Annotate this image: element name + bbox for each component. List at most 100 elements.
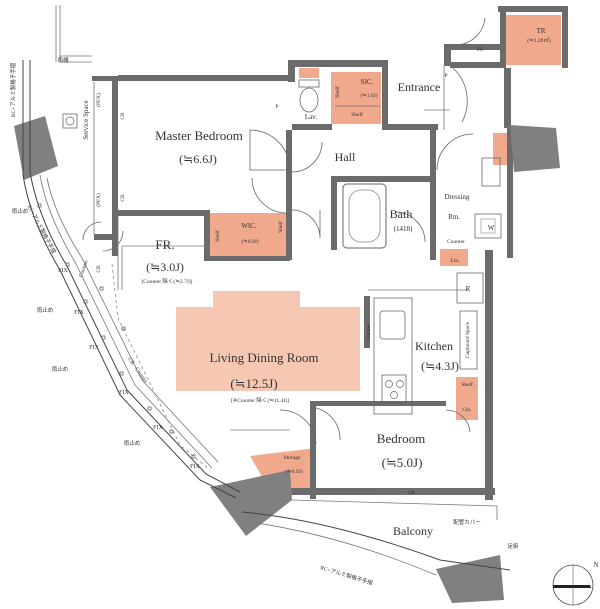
master-bedroom-size: (≒6.6J) — [179, 152, 217, 166]
bathtub — [342, 183, 387, 249]
ps-label: PS — [477, 47, 483, 53]
fridge-space — [456, 272, 484, 304]
burner — [385, 380, 393, 388]
storage-label: Storage — [284, 455, 301, 461]
bath-label: Bath — [390, 207, 413, 221]
toilet-bowl — [299, 87, 319, 113]
pfx-label-2: (PFX) — [95, 193, 102, 207]
walls — [92, 6, 568, 500]
fr-label: FR. — [155, 237, 174, 252]
service-space-label: Service Space — [82, 100, 90, 139]
lin-fill — [440, 249, 468, 266]
dressing-strip — [493, 133, 507, 165]
lav-label: Lav. — [305, 113, 317, 121]
wic-fill — [210, 213, 290, 257]
p-label-2: P — [444, 73, 447, 79]
doors — [82, 17, 486, 445]
tr-fill — [505, 15, 561, 65]
master-bedroom-label: Master Bedroom — [155, 128, 243, 143]
ldk-highlight — [176, 291, 360, 391]
entrance-label: Entrance — [398, 80, 441, 94]
cb-label-5: CB — [407, 490, 415, 496]
cupboard-space — [459, 310, 478, 370]
rain-note-top: 雨樋 — [57, 56, 69, 64]
hall-label: Hall — [335, 150, 356, 164]
sic-label: SIC. — [361, 78, 374, 86]
washer — [474, 213, 502, 239]
ac-cover-note: 配管カバー — [453, 518, 481, 526]
dressing-label: Dressing — [445, 193, 470, 201]
wic-label: WIC. — [241, 222, 257, 230]
anchor-note: 足掛 — [507, 542, 519, 550]
sic-shelf: Shelf — [351, 111, 363, 118]
rail-posts — [37, 203, 196, 459]
sink-service — [62, 113, 78, 129]
drain — [65, 116, 75, 126]
cb-label-2: CB — [120, 194, 126, 202]
fix-label-6: FIX — [190, 464, 200, 470]
fix-label-4: FIX — [119, 390, 129, 396]
facade — [22, 5, 511, 576]
sic-fill — [331, 72, 381, 124]
wic-shelf-right: Shelf — [277, 221, 284, 233]
washer-box — [480, 218, 496, 234]
ldr-label: Living Dining Room — [209, 350, 318, 365]
w-label: W — [488, 224, 495, 232]
dressing-sub: Rm. — [448, 213, 460, 221]
column-right — [510, 125, 560, 172]
rain-note-1: 雨止め — [12, 207, 29, 215]
north-arrow — [552, 564, 594, 606]
storage-size: (≒0.9J) — [285, 468, 302, 475]
clo-label: Clo. — [462, 407, 472, 413]
bedroom-label: Bedroom — [377, 431, 425, 446]
sic-size: (≒1.0J) — [360, 92, 377, 99]
tr-label: TR — [537, 27, 546, 35]
kitchen-size: (≒4.3J) — [421, 359, 459, 373]
burner — [396, 380, 404, 388]
column-bottom-left — [210, 470, 292, 536]
north-label: N — [593, 561, 598, 569]
cb-label-3: CB — [96, 265, 102, 273]
bedroom-size: (≒5.0J) — [382, 455, 423, 470]
bath-size: (1418) — [394, 225, 413, 233]
lin-label: Lin. — [450, 258, 460, 264]
rain-note-2: 雨止め — [37, 306, 54, 314]
clo-shelf: Shelf — [461, 381, 473, 388]
rain-note-3: 雨止め — [52, 365, 69, 373]
wic-shelf-left: Shelf — [214, 230, 221, 242]
counter-label-kitchen: Counter — [366, 324, 372, 342]
fix-label-5: FIX — [153, 425, 163, 431]
fence-note-bottom: RC+アルミ製格子手摺 — [319, 563, 374, 587]
counter-label-ldr: Counter — [133, 366, 148, 384]
cb-label-4: CB — [126, 357, 135, 367]
cupboard-label: Cupboard Space — [465, 321, 471, 358]
kitchen-label: Kitchen — [415, 339, 453, 353]
rain-note-4: 雨止め — [124, 439, 141, 447]
fence-note-top: RC+アルミ製格子手摺 — [9, 62, 17, 117]
counter-label-lin: Counter — [447, 239, 465, 245]
column-bottom-right — [436, 555, 504, 603]
vanity — [481, 157, 501, 187]
partitions — [93, 66, 486, 495]
sink — [379, 310, 406, 340]
p-label-1: P — [275, 104, 278, 110]
fix-label-1: FIX — [58, 268, 68, 274]
ldr-size: (≒12.5J) — [230, 376, 277, 391]
pfx-label-1: (PFX) — [95, 93, 102, 107]
sic-shelf-side: Shelf — [334, 86, 341, 98]
r-label: R — [466, 285, 471, 293]
fix-label-2: FIX — [74, 310, 84, 316]
lav-strip — [299, 68, 319, 78]
clo-fill — [456, 377, 478, 420]
counter-label-fr: Counter — [78, 259, 90, 278]
column-left — [14, 116, 58, 180]
ldr-note: [※Counter 除く(≒11.4J)] — [231, 396, 289, 404]
burner — [390, 391, 398, 399]
fr-size: (≒3.0J) — [146, 260, 184, 274]
fence-note-left: RC+アルミ製格子手摺 — [25, 203, 58, 255]
bathtub-inner — [348, 189, 381, 243]
wic-size: (≒0.9J) — [241, 238, 258, 245]
fr-note: [Counter 除く(≒2.7J)] — [141, 277, 192, 285]
fix-label-3: FIX — [89, 345, 99, 351]
